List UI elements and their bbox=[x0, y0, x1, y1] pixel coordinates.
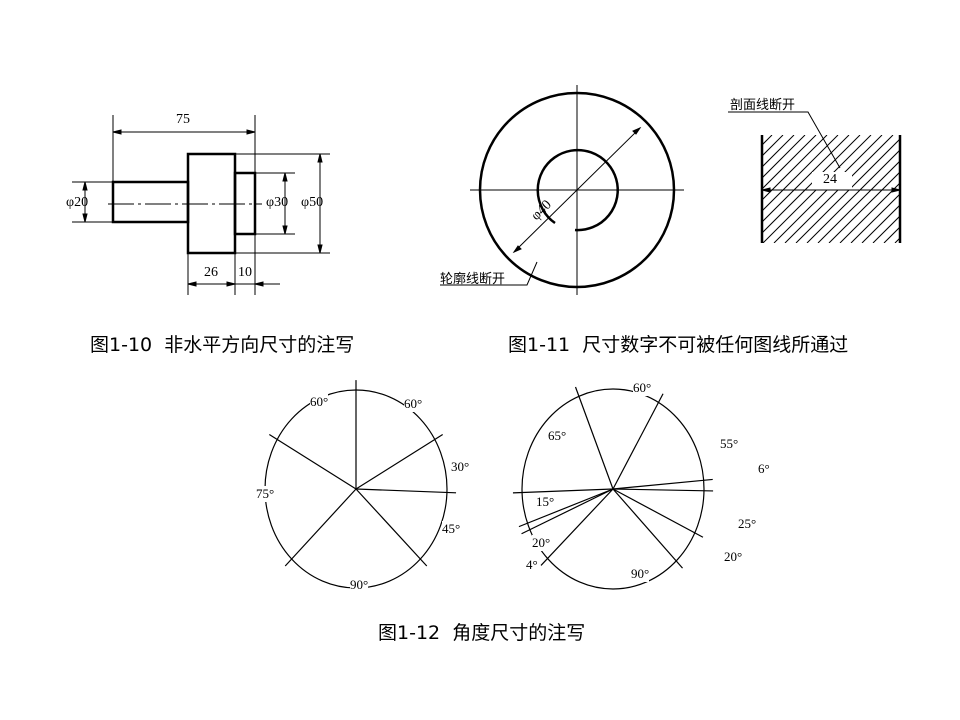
right-angle-figure-angle-label: 25° bbox=[738, 516, 757, 532]
left-angle-figure-angle-label: 45° bbox=[442, 521, 461, 537]
hatch-line bbox=[939, 135, 960, 243]
hatch-line bbox=[872, 215, 900, 243]
left-angle-figure-angle-label: 90° bbox=[350, 577, 369, 593]
left-angle-figure-angle-label: 30° bbox=[451, 459, 470, 475]
right-angle-figure-angle-label: 20° bbox=[724, 549, 743, 565]
hatched-section-drawing bbox=[642, 111, 960, 243]
angle-drawings bbox=[264, 380, 714, 590]
hatch-line bbox=[817, 160, 900, 243]
dim-75: 75 bbox=[176, 112, 190, 127]
dim-phi50: φ50 bbox=[301, 195, 324, 210]
right-angle-figure-ray bbox=[512, 488, 614, 494]
right-angle-figure-ray bbox=[612, 488, 704, 538]
right-angle-figure-angle-label: 20° bbox=[532, 535, 551, 551]
right-angle-figure-angle-label: 90° bbox=[631, 566, 650, 582]
hatch-line bbox=[653, 135, 761, 243]
right-angle-figure-arc-circle bbox=[521, 388, 705, 590]
right-angle-figure-angle-label: 4° bbox=[526, 557, 538, 573]
hatch-line bbox=[762, 135, 795, 168]
hatch-line bbox=[762, 135, 817, 190]
shaft-drawing bbox=[72, 115, 330, 295]
right-angle-figure-ray bbox=[612, 393, 664, 490]
left-angle-figure-ray bbox=[268, 434, 357, 490]
hatch-line bbox=[850, 193, 900, 243]
hatch-line bbox=[806, 149, 900, 243]
dim-phi30: φ30 bbox=[266, 195, 289, 210]
dim-10: 10 bbox=[238, 265, 252, 280]
dim-24: 24 bbox=[823, 172, 837, 187]
hatch-line bbox=[762, 135, 839, 212]
right-angle-figure-ray bbox=[518, 488, 614, 528]
right-angle-figure-ray bbox=[521, 488, 614, 535]
right-angle-figure-ray bbox=[612, 488, 683, 569]
hatch-line bbox=[917, 135, 960, 243]
right-angle-figure-angle-label: 55° bbox=[720, 436, 739, 452]
right-angle-figure-ray bbox=[574, 386, 614, 490]
caption-fig-1-11: 图1-11 尺寸数字不可被任何图线所通过 bbox=[508, 334, 849, 356]
right-angle-figure-ray bbox=[612, 488, 714, 492]
hatch-line bbox=[762, 135, 861, 234]
hatch-line bbox=[928, 135, 960, 243]
left-angle-figure-angle-label: 60° bbox=[404, 396, 423, 412]
hatch-line bbox=[950, 135, 960, 243]
hatch-break-label: 剖面线断开 bbox=[730, 98, 796, 113]
caption-fig-1-10: 图1-10 非水平方向尺寸的注写 bbox=[90, 334, 355, 356]
hatch-line bbox=[906, 135, 960, 243]
hatch-line bbox=[762, 135, 784, 157]
left-angle-figure-angle-label: 75° bbox=[256, 486, 275, 502]
hatch-line bbox=[762, 135, 773, 146]
hatch-line bbox=[762, 135, 806, 179]
ring-drawing bbox=[440, 85, 684, 295]
left-angle-figure-ray bbox=[284, 488, 357, 567]
dim-26: 26 bbox=[204, 265, 218, 280]
left-angle-figure-ray bbox=[355, 434, 444, 490]
right-angle-figure-angle-label: 15° bbox=[536, 494, 555, 510]
left-angle-figure-ray bbox=[355, 488, 457, 494]
hatch-line bbox=[642, 135, 750, 243]
dim-phi20: φ20 bbox=[66, 195, 89, 210]
hatch-line bbox=[894, 237, 900, 243]
right-angle-figure-angle-label: 65° bbox=[548, 428, 567, 444]
hatch-line bbox=[861, 204, 900, 243]
right-angle-figure-ray bbox=[540, 488, 614, 566]
right-angle-figure-ray bbox=[612, 478, 713, 490]
right-angle-figure-angle-label: 60° bbox=[633, 380, 652, 396]
left-angle-figure-ray bbox=[355, 488, 428, 567]
hatch-line bbox=[828, 171, 900, 243]
outline-break-label: 轮廓线断开 bbox=[440, 272, 506, 287]
caption-fig-1-12: 图1-12 角度尺寸的注写 bbox=[378, 622, 586, 644]
right-angle-figure-angle-label: 6° bbox=[758, 461, 770, 477]
hatch-line bbox=[762, 135, 828, 201]
left-angle-figure-angle-label: 60° bbox=[310, 394, 329, 410]
